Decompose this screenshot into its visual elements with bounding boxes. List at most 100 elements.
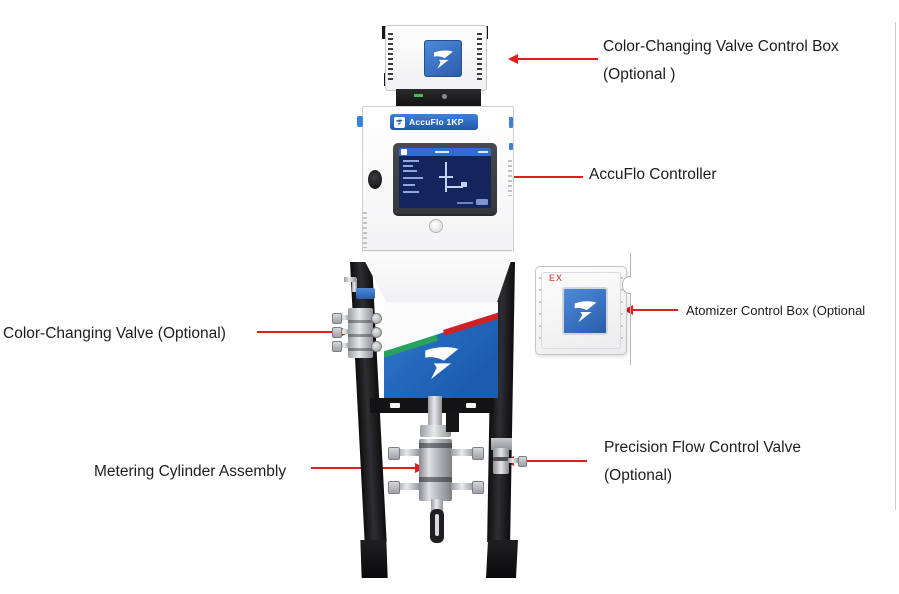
metering-right-arm xyxy=(451,483,475,490)
annotation-controller: AccuFlo Controller xyxy=(589,161,717,189)
valve-elbow xyxy=(344,277,356,282)
annotation-atomizer: Atomizer Control Box (Optional xyxy=(686,299,865,323)
mount-screw xyxy=(442,94,447,99)
handle-slot xyxy=(435,514,439,536)
screen-text-line xyxy=(403,170,417,172)
screen-header-text xyxy=(435,151,449,153)
crossbar-slot xyxy=(466,403,476,408)
brand-panel xyxy=(384,302,498,398)
brand-logo-icon xyxy=(424,40,462,77)
screen-button xyxy=(476,199,488,205)
brand-logo-icon xyxy=(562,287,608,335)
crossbar-slot xyxy=(390,403,400,408)
metering-bracket xyxy=(446,411,459,432)
screen-footer-text xyxy=(457,202,473,204)
atomizer-inner-panel xyxy=(541,272,621,349)
valve-knob xyxy=(371,313,382,324)
annotation-control-box: Color-Changing Valve Control Box (Option… xyxy=(603,33,839,89)
valve-arm xyxy=(339,329,350,334)
hex-fitting xyxy=(472,481,484,494)
screen-header-text xyxy=(478,151,488,153)
metering-left-arm xyxy=(396,483,420,490)
topbox-fins-left xyxy=(388,33,393,81)
cabinet-seam xyxy=(362,250,512,251)
screen-pipe-diagram xyxy=(439,176,453,178)
hex-fitting xyxy=(332,313,342,324)
metering-left-arm xyxy=(396,449,420,456)
topbox-mount-base xyxy=(396,89,481,107)
ex-rating-label: EX xyxy=(549,273,564,283)
tapered-shroud xyxy=(360,252,514,302)
annotation-line: Precision Flow Control Valve xyxy=(604,439,801,456)
valve-blue-fitting xyxy=(356,288,375,299)
annotation-line: Atomizer Control Box (Optional xyxy=(686,303,866,318)
cylinder-band xyxy=(419,477,452,482)
hex-fitting xyxy=(388,447,400,460)
page-edge-line xyxy=(895,22,896,510)
cabinet-side-connector xyxy=(357,116,363,127)
annotation-line: AccuFlo Controller xyxy=(589,166,717,183)
valve-groove xyxy=(348,348,373,351)
valve-groove xyxy=(348,334,373,337)
hex-fitting xyxy=(332,341,342,352)
power-knob xyxy=(368,170,382,189)
metering-right-arm xyxy=(451,449,475,456)
metering-cylinder-assembly xyxy=(419,439,452,501)
brand-logo-icon xyxy=(418,342,464,382)
valve-pipe xyxy=(352,278,357,292)
screen-pipe-diagram xyxy=(461,182,467,187)
screen-text-line xyxy=(403,191,419,193)
metering-top-rod xyxy=(428,396,442,428)
arrow-to-color-changing-valve xyxy=(257,327,350,337)
arrow-to-controller xyxy=(503,172,583,182)
flow-valve-fitting xyxy=(518,456,527,467)
flow-valve-band xyxy=(493,457,509,461)
valve-groove xyxy=(348,320,373,323)
cabinet-side-mark xyxy=(509,143,513,150)
cabinet-ticks xyxy=(508,160,512,196)
screen-text-line xyxy=(403,184,415,186)
annotation-line: Color-Changing Valve Control Box xyxy=(603,38,839,55)
brand-logo-icon xyxy=(394,116,405,128)
status-led xyxy=(414,94,423,97)
annotation-metering-cylinder: Metering Cylinder Assembly xyxy=(94,458,286,486)
color-changing-valve xyxy=(348,308,373,358)
screw-dots xyxy=(621,277,623,279)
accuflo-badge: AccuFlo 1KP xyxy=(390,114,478,130)
cabinet-round-button xyxy=(429,219,443,233)
cabinet-ticks xyxy=(363,212,367,248)
metering-lower-rod xyxy=(431,499,443,512)
metering-handle xyxy=(430,509,444,543)
arrow-to-control-box xyxy=(508,54,598,64)
annotation-line: Color-Changing Valve (Optional) xyxy=(3,325,226,342)
screen-text-line xyxy=(403,160,419,162)
valve-arm xyxy=(339,343,350,348)
metering-flange xyxy=(420,425,451,437)
annotation-color-changing-valve: Color-Changing Valve (Optional) xyxy=(3,320,226,348)
flow-valve-plate xyxy=(491,438,512,450)
frame-right-foot xyxy=(486,540,518,578)
screen-text-line xyxy=(403,165,413,167)
topbox-fins-right xyxy=(477,33,482,81)
hex-fitting xyxy=(388,481,400,494)
cylinder-band xyxy=(419,443,452,448)
annotation-line: Metering Cylinder Assembly xyxy=(94,463,287,480)
valve-knob xyxy=(371,327,382,338)
screen-logo-icon xyxy=(401,149,407,155)
hex-fitting xyxy=(472,447,484,460)
screen-pipe-diagram xyxy=(445,186,463,188)
arrow-to-atomizer-box xyxy=(623,305,678,315)
annotation-line: (Optional ) xyxy=(603,66,676,83)
atomizer-control-box: EX xyxy=(535,266,627,355)
frame-left-foot xyxy=(360,540,388,578)
controller-screen xyxy=(399,148,491,208)
badge-label: AccuFlo 1KP xyxy=(409,117,464,127)
annotation-flow-valve: Precision Flow Control Valve (Optional) xyxy=(604,434,801,490)
page-divider-line xyxy=(630,253,631,365)
flow-valve-arm xyxy=(508,458,519,463)
divider-notch xyxy=(622,276,631,294)
valve-knob xyxy=(371,341,382,352)
screen-text-line xyxy=(403,177,423,179)
cabinet-side-mark xyxy=(509,117,513,128)
